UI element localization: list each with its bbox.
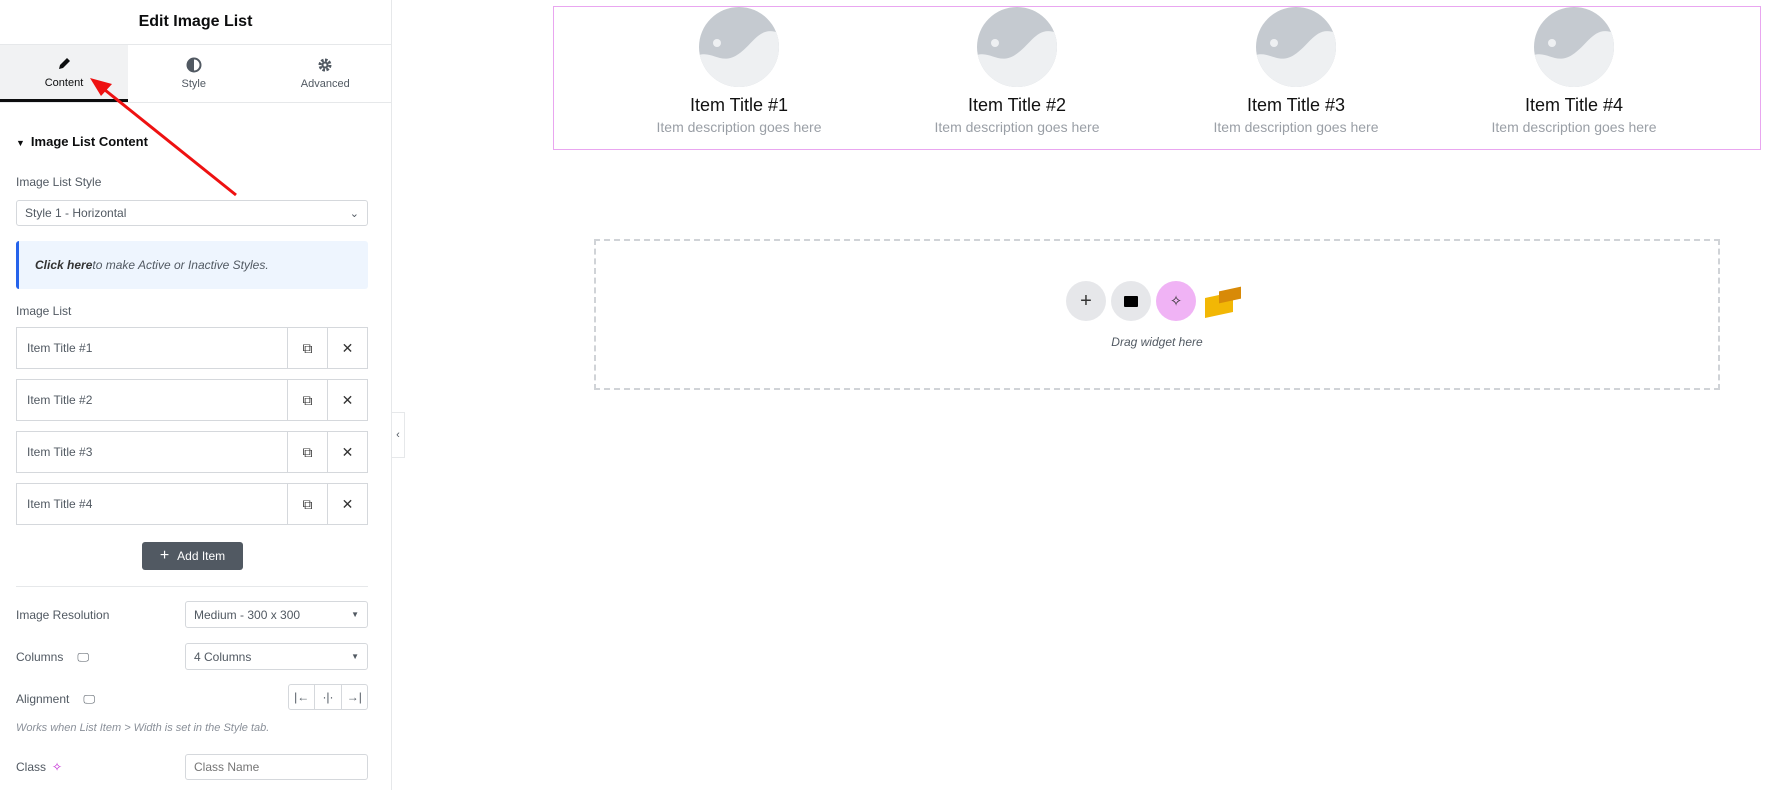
item-title[interactable]: Item Title #2 [27,393,93,407]
image-list-item[interactable]: Item Title #3 Item description goes here [1166,7,1426,135]
image-placeholder-icon [1256,7,1336,87]
tab-label: Advanced [300,78,350,90]
item-title: Item Title #3 [1246,95,1346,115]
info-text: to make Active or Inactive Styles. [92,258,269,272]
select-value: Style 1 - Horizontal [25,206,127,220]
pencil-icon [59,57,70,69]
close-icon[interactable]: ✕ [327,380,367,420]
columns-select[interactable]: 4 Columns ▼ [185,643,368,670]
alignment-note: Works when List Item > Width is set in t… [16,722,270,734]
add-item-label: Add Item [177,549,226,563]
image-list-style-select[interactable]: Style 1 - Horizontal ⌄ [16,200,368,226]
desktop-icon[interactable]: 🖵 [83,692,95,706]
alignment-label-wrap: Alignment 🖵 [16,692,95,707]
tab-label: Content [44,76,84,89]
drag-widget-text: Drag widget here [1111,335,1203,349]
add-section-button[interactable]: + [1066,281,1106,321]
list-item[interactable]: Item Title #3 ⧉✕ [16,431,368,473]
ai-sparkle-icon[interactable]: ✧ [52,760,63,774]
item-title[interactable]: Item Title #1 [27,341,93,355]
panel-tabs: Content Style Advanced [0,45,391,103]
chevron-left-icon: ‹ [396,429,400,441]
caret-down-icon: ▼ [16,138,25,148]
item-title: Item Title #4 [1524,95,1624,115]
item-description: Item description goes here [934,119,1100,135]
template-library-button[interactable] [1111,281,1151,321]
editor-panel: Edit Image List Content Style Advanced ▼… [0,0,392,790]
image-list-item[interactable]: Item Title #2 Item description goes here [887,7,1147,135]
item-title[interactable]: Item Title #3 [27,445,93,459]
image-placeholder-icon [1534,7,1614,87]
class-name-input[interactable] [185,754,368,780]
duplicate-icon[interactable]: ⧉ [287,484,327,524]
close-icon[interactable]: ✕ [327,432,367,472]
chevron-down-icon: ⌄ [349,207,359,220]
item-description: Item description goes here [656,119,822,135]
duplicate-icon[interactable]: ⧉ [287,432,327,472]
image-resolution-label: Image Resolution [16,608,110,622]
image-placeholder-icon [699,7,779,87]
tab-label: Style [181,78,206,90]
item-title[interactable]: Item Title #4 [27,497,93,511]
section-title: Image List Content [30,134,148,149]
class-label: Class [16,760,47,774]
section-toggle[interactable]: ▼ Image List Content [16,134,148,149]
close-icon[interactable]: ✕ [327,484,367,524]
image-list-label: Image List [16,304,72,318]
dropzone-buttons: + ✧ [1066,281,1245,321]
panel-title: Edit Image List [0,0,391,45]
close-icon[interactable]: ✕ [327,328,367,368]
image-list-style-label: Image List Style [16,175,102,189]
ai-sparkle-icon: ✧ [1169,293,1183,310]
list-item[interactable]: Item Title #4 ⧉✕ [16,483,368,525]
caret-down-icon: ▼ [351,652,359,661]
add-item-button[interactable]: + Add Item [142,542,243,570]
duplicate-icon[interactable]: ⧉ [287,328,327,368]
select-value: 4 Columns [194,649,252,664]
align-end-icon[interactable]: →| [346,690,362,704]
tab-advanced[interactable]: Advanced [260,45,392,102]
align-start-icon[interactable]: |← [294,690,310,704]
folder-icon [1124,295,1138,307]
tab-style[interactable]: Style [128,45,260,102]
caret-down-icon: ▼ [351,610,359,619]
duplicate-icon[interactable]: ⧉ [287,380,327,420]
item-description: Item description goes here [1213,119,1379,135]
align-center-icon[interactable]: ·|· [314,685,342,709]
columns-label-wrap: Columns 🖵 [16,650,89,665]
image-list-widget[interactable] [553,6,1761,150]
plus-icon: + [1080,289,1092,312]
list-item[interactable]: Item Title #2 ⧉✕ [16,379,368,421]
item-title: Item Title #2 [967,95,1067,115]
columns-label: Columns [16,650,64,664]
class-label-wrap: Class ✧ [16,760,62,774]
item-description: Item description goes here [1491,119,1657,135]
image-placeholder-icon [977,7,1057,87]
desktop-icon[interactable]: 🖵 [77,650,89,664]
list-item[interactable]: Item Title #1 ⧉✕ [16,327,368,369]
collapse-panel-handle[interactable]: ‹ [392,412,405,458]
image-resolution-select[interactable]: Medium - 300 x 300 ▼ [185,601,368,628]
ai-button[interactable]: ✧ [1156,281,1196,321]
gear-icon [318,58,332,72]
alignment-control: |← ·|· →| [288,684,368,710]
tab-content[interactable]: Content [0,45,128,102]
image-list-item[interactable]: Item Title #1 Item description goes here [609,7,869,135]
empty-section-dropzone[interactable] [594,239,1720,390]
divider [16,586,368,587]
info-box: Click here to make Active or Inactive St… [16,241,368,289]
alignment-label: Alignment [16,692,70,706]
item-title: Item Title #1 [689,95,789,115]
click-here-link[interactable]: Click here [35,258,93,272]
3d-block-icon[interactable] [1201,281,1245,321]
select-value: Medium - 300 x 300 [194,607,301,622]
plus-icon: + [159,547,170,564]
image-list-item[interactable]: Item Title #4 Item description goes here [1444,7,1704,135]
contrast-icon [186,57,202,73]
